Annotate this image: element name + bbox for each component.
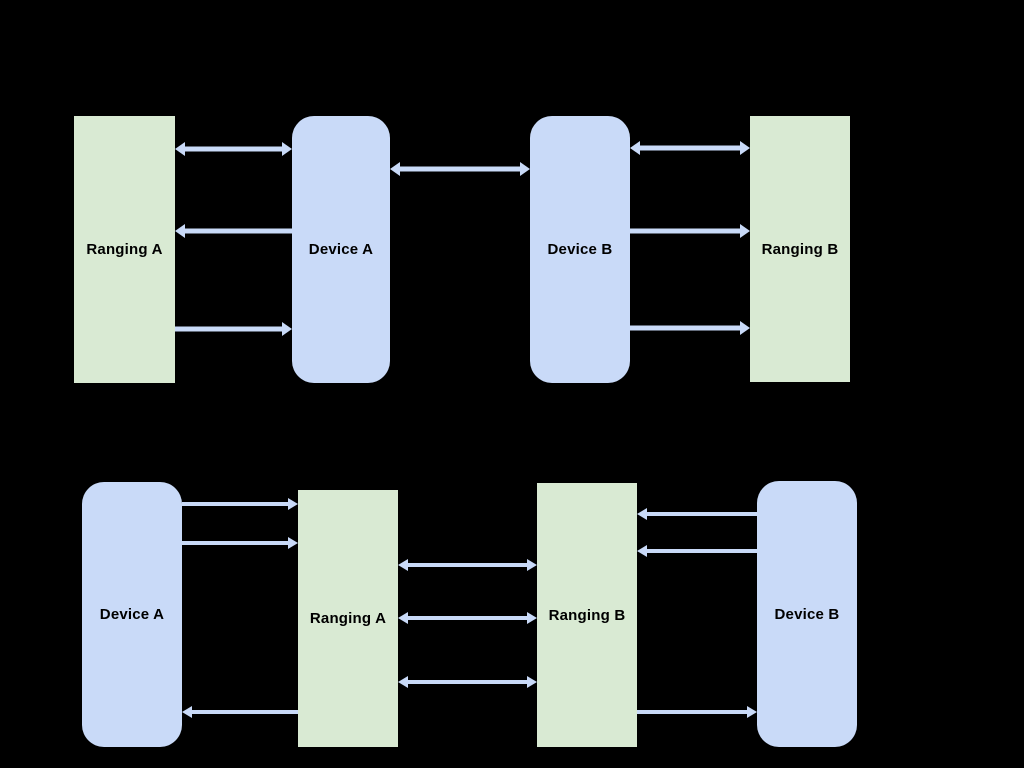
arrow-shaft bbox=[406, 616, 529, 620]
arrow-shaft bbox=[645, 512, 757, 516]
arrowhead-left-icon bbox=[398, 676, 408, 688]
arrowhead-right-icon bbox=[520, 162, 530, 176]
arrow-shaft bbox=[406, 680, 529, 684]
arrowhead-left-icon bbox=[175, 142, 185, 156]
arrow-shaft bbox=[645, 549, 757, 553]
bottom-exchange-node-ranging-a: Ranging A bbox=[298, 490, 398, 747]
arrowhead-right-icon bbox=[740, 224, 750, 238]
bottom-exchange-arrow-ranging-a-to-ranging-b bbox=[398, 676, 537, 688]
arrowhead-right-icon bbox=[527, 612, 537, 624]
bottom-exchange-arrow-device-b-to-ranging-b bbox=[637, 508, 757, 520]
bottom-exchange-node-label-device-a: Device A bbox=[99, 606, 165, 623]
bottom-exchange-node-label-ranging-a: Ranging A bbox=[309, 610, 387, 627]
arrowhead-left-icon bbox=[630, 141, 640, 155]
bottom-exchange-arrow-device-b-to-ranging-b bbox=[637, 545, 757, 557]
top-exchange-arrow-ranging-a-to-device-a bbox=[175, 322, 292, 336]
bottom-exchange-node-label-device-b: Device B bbox=[774, 605, 840, 623]
bottom-exchange-arrow-device-a-to-ranging-a bbox=[182, 537, 298, 549]
arrow-shaft bbox=[183, 146, 284, 152]
top-exchange-arrow-ranging-a-to-device-a bbox=[175, 142, 292, 156]
top-exchange-node-device-a: Device A bbox=[292, 116, 390, 383]
top-exchange-node-label-device-b: Device B bbox=[547, 241, 613, 258]
arrowhead-right-icon bbox=[740, 141, 750, 155]
top-exchange-arrow-device-a-to-device-b bbox=[390, 162, 530, 176]
bottom-exchange-arrow-device-a-to-ranging-a bbox=[182, 498, 298, 510]
bottom-exchange-node-label-ranging-b: Ranging B bbox=[548, 606, 626, 624]
top-exchange-node-ranging-a: Ranging A bbox=[74, 116, 175, 383]
top-exchange-arrow-device-b-to-ranging-b bbox=[630, 321, 750, 335]
arrowhead-left-icon bbox=[182, 706, 192, 718]
bottom-exchange-arrow-ranging-a-to-ranging-b bbox=[398, 612, 537, 624]
arrow-shaft bbox=[183, 228, 292, 234]
top-exchange-node-label-ranging-a: Ranging A bbox=[86, 241, 163, 258]
arrowhead-left-icon bbox=[637, 545, 647, 557]
arrowhead-right-icon bbox=[282, 322, 292, 336]
arrowhead-right-icon bbox=[288, 498, 298, 510]
arrowhead-right-icon bbox=[740, 321, 750, 335]
bottom-exchange-arrow-ranging-a-to-device-a bbox=[182, 706, 298, 718]
arrowhead-right-icon bbox=[288, 537, 298, 549]
bottom-exchange-arrow-ranging-a-to-ranging-b bbox=[398, 559, 537, 571]
arrow-shaft bbox=[182, 541, 290, 545]
bottom-exchange-arrow-ranging-b-to-device-b bbox=[637, 706, 757, 718]
arrow-shaft bbox=[406, 563, 529, 567]
top-exchange-arrow-device-b-to-ranging-b bbox=[630, 141, 750, 155]
arrowhead-left-icon bbox=[637, 508, 647, 520]
top-exchange-node-label-ranging-b: Ranging B bbox=[761, 240, 839, 258]
arrowhead-left-icon bbox=[398, 612, 408, 624]
arrow-shaft bbox=[190, 710, 298, 714]
arrowhead-left-icon bbox=[398, 559, 408, 571]
arrowhead-right-icon bbox=[527, 676, 537, 688]
arrowhead-left-icon bbox=[390, 162, 400, 176]
arrow-shaft bbox=[630, 228, 742, 234]
arrow-shaft bbox=[175, 326, 284, 332]
arrow-shaft bbox=[398, 166, 522, 172]
top-exchange-arrow-device-a-to-ranging-a bbox=[175, 224, 292, 238]
arrowhead-left-icon bbox=[175, 224, 185, 238]
bottom-exchange-node-device-a: Device A bbox=[82, 482, 182, 747]
top-exchange-arrow-device-b-to-ranging-b bbox=[630, 224, 750, 238]
top-exchange-node-device-b: Device B bbox=[530, 116, 630, 383]
bottom-exchange-node-device-b: Device B bbox=[757, 481, 857, 747]
arrowhead-right-icon bbox=[527, 559, 537, 571]
arrowhead-right-icon bbox=[747, 706, 757, 718]
bottom-exchange-node-ranging-b: Ranging B bbox=[537, 483, 637, 747]
arrow-shaft bbox=[182, 502, 290, 506]
top-exchange-node-label-device-a: Device A bbox=[308, 241, 374, 258]
arrow-shaft bbox=[637, 710, 749, 714]
arrow-shaft bbox=[638, 145, 742, 151]
arrow-shaft bbox=[630, 325, 742, 331]
top-exchange-node-ranging-b: Ranging B bbox=[750, 116, 850, 382]
arrowhead-right-icon bbox=[282, 142, 292, 156]
